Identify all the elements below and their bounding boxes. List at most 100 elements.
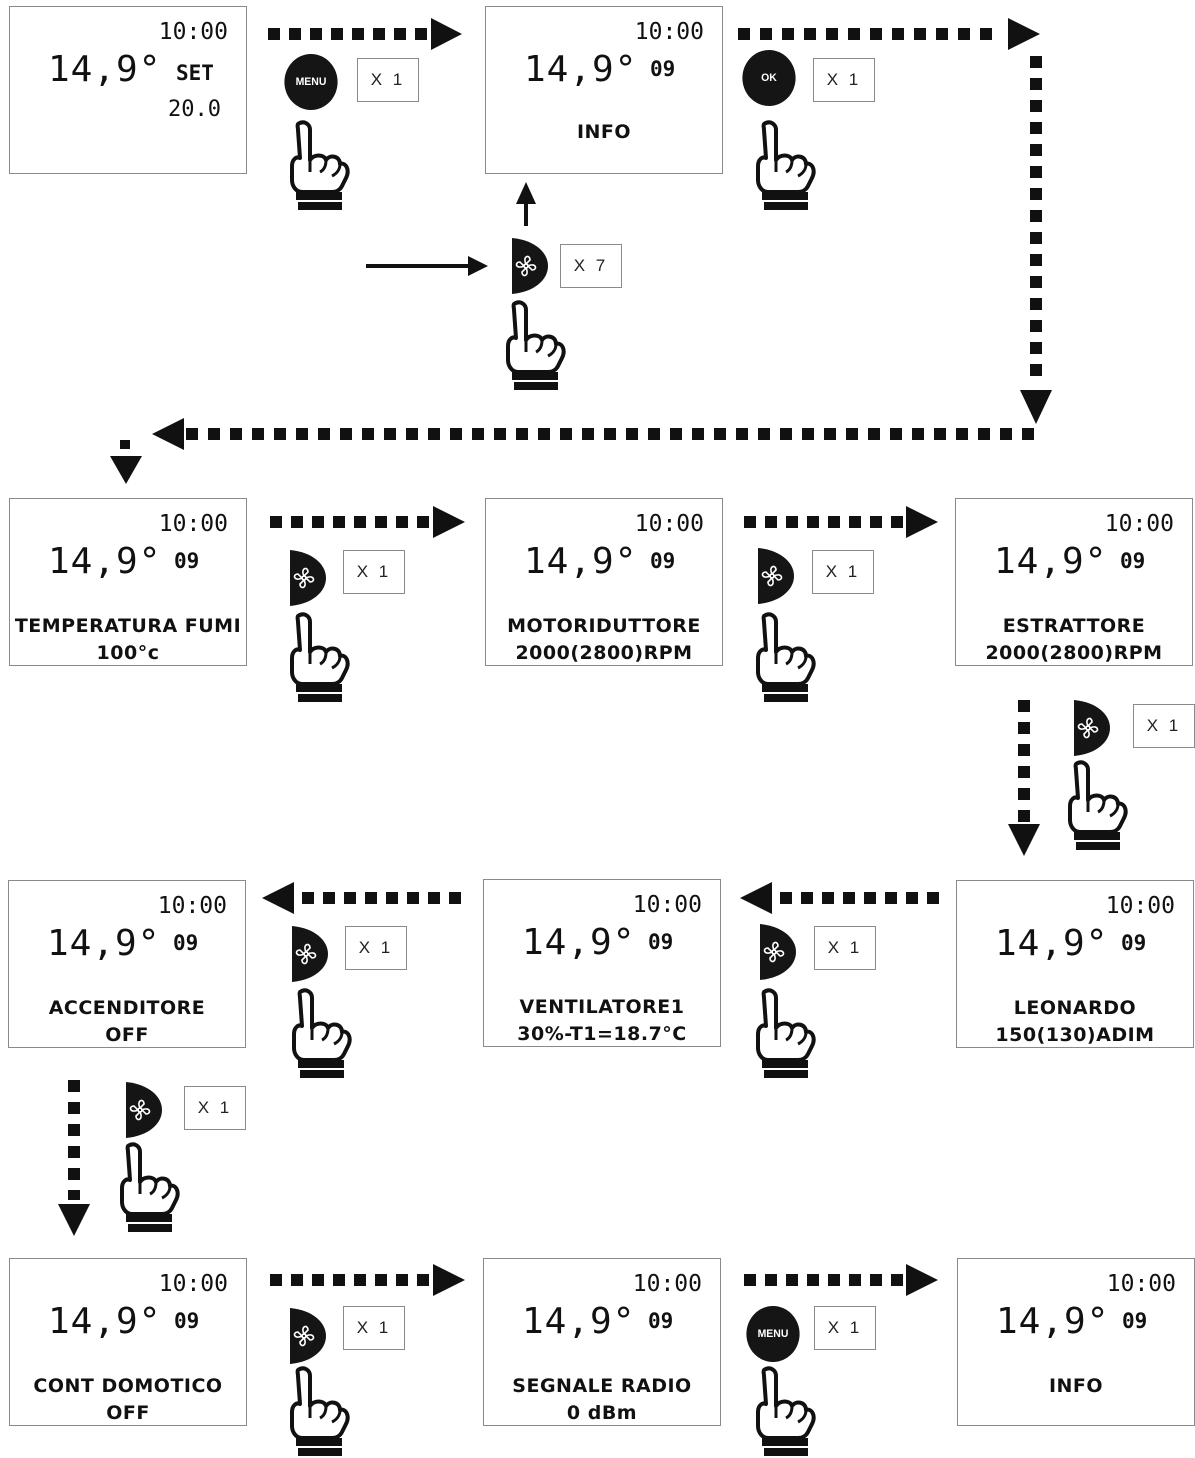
pointing-hand-icon [290, 612, 350, 702]
menu-button[interactable]: MENU [284, 54, 338, 110]
fan-button[interactable] [286, 1306, 326, 1366]
pointing-hand-icon [756, 988, 816, 1078]
screen-value: 100°c [96, 642, 160, 664]
fan-button[interactable] [508, 236, 548, 296]
screen-value: 0 dBm [566, 1402, 638, 1424]
dotted-arrow-left-2 [740, 882, 939, 914]
pointing-hand-icon [756, 612, 816, 702]
room-temperature: 14,9° [524, 49, 638, 90]
clock-time: 10:00 [634, 511, 704, 537]
screen-caption: SEGNALE RADIO [512, 1375, 692, 1397]
dotted-arrow-left-long [152, 418, 1034, 450]
display-screen-temperatura-fumi: 10:00 14,9° 09 TEMPERATURA FUMI 100°c [9, 498, 247, 666]
room-temperature: 14,9° [48, 1301, 162, 1342]
press-count: X 1 [812, 550, 874, 594]
pointing-hand-icon [290, 1366, 350, 1456]
fan-button[interactable] [122, 1080, 162, 1140]
press-count: X 1 [184, 1086, 246, 1130]
pointing-hand-icon [756, 120, 816, 210]
room-temperature: 14,9° [48, 541, 162, 582]
clock-time: 10:00 [157, 893, 227, 919]
clock-time: 10:00 [1106, 1271, 1176, 1297]
fan-button[interactable] [286, 548, 326, 608]
ok-button[interactable]: OK [742, 50, 796, 106]
pointing-hand-icon [290, 120, 350, 210]
screen-caption: INFO [1048, 1375, 1104, 1397]
display-screen-accenditore: 10:00 14,9° 09 ACCENDITORE OFF [8, 880, 246, 1048]
set-label: SET [176, 61, 214, 85]
pointing-hand-icon [120, 1142, 180, 1232]
screen-value: 2000(2800)RPM [985, 642, 1163, 664]
room-temperature: 14,9° [522, 1301, 636, 1342]
clock-time: 10:00 [158, 19, 228, 45]
menu-index: 09 [1120, 549, 1146, 573]
screen-caption: TEMPERATURA FUMI [14, 615, 242, 637]
screen-value: 30%-T1=18.7°C [517, 1023, 687, 1045]
dotted-arrow-down-right [1020, 56, 1052, 424]
clock-time: 10:00 [158, 511, 228, 537]
fan-button[interactable] [756, 922, 796, 982]
menu-index: 09 [648, 930, 674, 954]
menu-index: 09 [1122, 1309, 1148, 1333]
menu-index: 09 [650, 57, 676, 81]
dotted-arrow-right-4 [744, 506, 938, 538]
display-screen-ventilatore1: 10:00 14,9° 09 VENTILATORE1 30%-T1=18.7°… [483, 879, 721, 1047]
screen-caption: ACCENDITORE [48, 997, 206, 1019]
screen-caption: MOTORIDUTTORE [507, 615, 701, 637]
display-screen-estrattore: 10:00 14,9° 09 ESTRATTORE 2000(2800)RPM [955, 498, 1193, 666]
dotted-arrow-left-1 [262, 882, 461, 914]
press-count: X 1 [343, 1306, 405, 1350]
set-value: 20.0 [168, 97, 221, 122]
dotted-arrow-down-3 [58, 1080, 90, 1236]
display-screen-info-final: 10:00 14,9° 09 INFO [957, 1258, 1195, 1426]
press-count: X 7 [560, 244, 622, 288]
pointing-hand-icon [756, 1366, 816, 1456]
press-count: X 1 [814, 926, 876, 970]
menu-index: 09 [174, 549, 200, 573]
room-temperature: 14,9° [47, 923, 161, 964]
display-screen-info: 10:00 14,9° 09 INFO [485, 6, 723, 174]
press-count: X 1 [1133, 704, 1195, 748]
screen-value: 150(130)ADIM [995, 1024, 1155, 1046]
screen-caption: CONT DOMOTICO [33, 1375, 223, 1397]
display-screen-motoriduttore: 10:00 14,9° 09 MOTORIDUTTORE 2000(2800)R… [485, 498, 723, 666]
small-arrow-down [110, 440, 142, 484]
screen-caption: ESTRATTORE [1002, 615, 1146, 637]
fan-button[interactable] [288, 924, 328, 984]
dotted-arrow-right-1 [268, 18, 462, 50]
screen-caption: LEONARDO [1013, 997, 1137, 1019]
room-temperature: 14,9° [524, 541, 638, 582]
fan-button[interactable] [754, 546, 794, 606]
menu-index: 09 [173, 931, 199, 955]
display-screen-set: 10:00 14,9° SET 20.0 [9, 6, 247, 174]
pointing-hand-icon [292, 988, 352, 1078]
room-temperature: 14,9° [522, 922, 636, 963]
room-temperature: 14,9° [994, 541, 1108, 582]
menu-button[interactable]: MENU [746, 1306, 800, 1362]
press-count: X 1 [814, 1306, 876, 1350]
room-temperature: 14,9° [996, 1301, 1110, 1342]
press-count: X 1 [357, 58, 419, 102]
dotted-arrow-right-2 [738, 18, 1040, 50]
screen-value: OFF [105, 1024, 149, 1046]
room-temperature: 14,9° [48, 49, 162, 90]
dotted-arrow-right-5 [270, 1264, 465, 1296]
menu-index: 09 [174, 1309, 200, 1333]
press-count: X 1 [343, 550, 405, 594]
screen-value: OFF [106, 1402, 150, 1424]
menu-index: 09 [1121, 931, 1147, 955]
menu-index: 09 [648, 1309, 674, 1333]
clock-time: 10:00 [1104, 511, 1174, 537]
fan-button[interactable] [1070, 698, 1110, 758]
clock-time: 10:00 [1105, 893, 1175, 919]
screen-caption: INFO [576, 121, 632, 143]
dotted-arrow-right-3 [270, 506, 465, 538]
press-count: X 1 [345, 926, 407, 970]
dotted-arrow-right-6 [744, 1264, 938, 1296]
screen-caption: VENTILATORE1 [519, 996, 685, 1018]
screen-value: 2000(2800)RPM [515, 642, 693, 664]
dotted-arrow-down-2 [1008, 700, 1040, 856]
press-count: X 1 [813, 58, 875, 102]
